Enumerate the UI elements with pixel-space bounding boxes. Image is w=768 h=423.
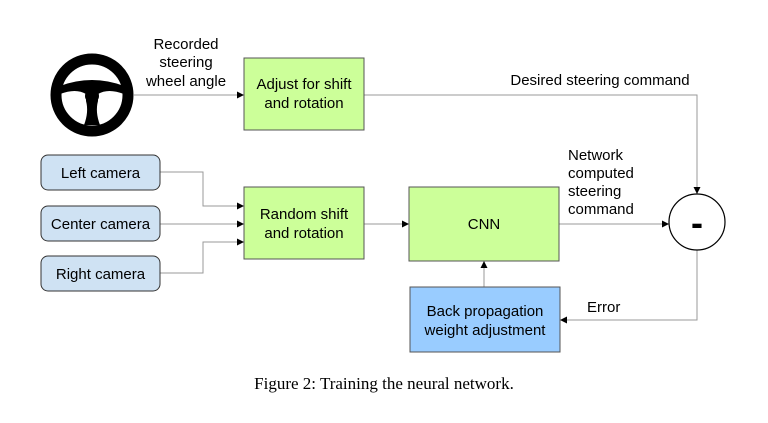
cnn-label: CNN — [468, 216, 501, 233]
cnn-box: CNN — [408, 186, 560, 262]
recorded-angle-line-2: steering — [159, 54, 212, 71]
backprop-line-2: weight adjustment — [424, 322, 547, 339]
adjust-box-line-1: Adjust for shift — [256, 76, 352, 93]
error-line — [560, 250, 698, 324]
desired-command-label: Desired steering command — [510, 72, 689, 89]
minus-sign: - — [691, 202, 703, 243]
desired-command-line — [364, 94, 701, 194]
network-command-line-3: steering — [568, 183, 621, 200]
backprop-box: Back propagation weight adjustment — [409, 286, 561, 353]
error-label: Error — [587, 299, 620, 316]
random-box-line-2: and rotation — [264, 225, 343, 242]
right-camera-label: Right camera — [56, 266, 146, 283]
random-box: Random shift and rotation — [243, 186, 365, 260]
minus-node: - — [668, 193, 726, 251]
recorded-angle-label: Recorded steering wheel angle — [145, 36, 226, 90]
center-camera-box: Center camera — [40, 205, 161, 242]
left-camera-label: Left camera — [61, 165, 141, 182]
left-camera-arrow — [160, 171, 244, 210]
right-camera-arrow — [160, 238, 244, 274]
recorded-angle-line-3: wheel angle — [145, 73, 226, 90]
figure-caption: Figure 2: Training the neural network. — [254, 374, 514, 393]
network-command-line-1: Network — [568, 147, 624, 164]
network-command-line-2: computed — [568, 165, 634, 182]
backprop-line-1: Back propagation — [427, 303, 544, 320]
center-camera-label: Center camera — [51, 216, 151, 233]
adjust-box-line-2: and rotation — [264, 95, 343, 112]
random-box-line-1: Random shift — [260, 206, 349, 223]
network-command-line-4: command — [568, 201, 634, 218]
left-camera-box: Left camera — [40, 154, 161, 191]
connectors — [134, 91, 701, 324]
right-camera-box: Right camera — [40, 255, 161, 292]
adjust-box: Adjust for shift and rotation — [243, 57, 365, 131]
steering-wheel-icon — [50, 53, 134, 137]
network-command-label: Network computed steering command — [568, 147, 634, 218]
recorded-angle-line-1: Recorded — [153, 36, 218, 53]
